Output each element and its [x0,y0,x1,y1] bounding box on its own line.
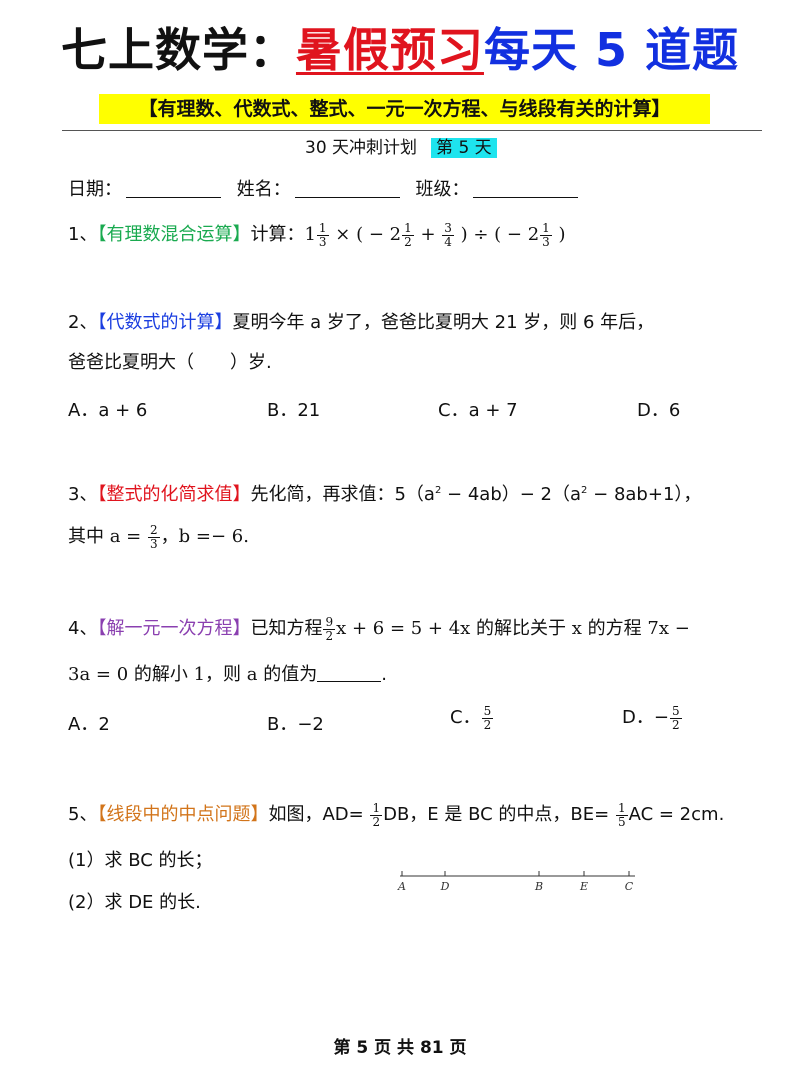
q3-exponent-2: 2 [581,485,588,496]
q2-option-d: D．6 [637,400,681,421]
class-label: 班级： [415,179,470,200]
q2-option-b: B．21 [267,400,321,421]
plan-label: 30 天冲刺计划 [305,138,418,158]
q4-option-a: A．2 [68,714,110,735]
q3-text-1: 先化简，再求值：5（a [250,484,435,505]
q5-text-3: AC = 2cm. [628,804,725,825]
q1-expr-1: 1 [304,224,316,245]
q4-line-2-text: 3a = 0 的解小 1，则 a 的值为 [68,664,318,685]
date-blank[interactable] [126,179,221,198]
question-number: 1、 [68,224,98,245]
title-part-1: 七上数学： [60,23,296,77]
point-label-e: E [579,880,588,893]
question-number: 2、 [68,312,98,333]
q3-condition-a: 其中 a = [68,526,147,547]
page-footer: 第 5 页 共 81 页 [333,1038,467,1058]
q4-text-2: x + 6 = 5 + 4x 的解比关于 x 的方程 7x − [336,618,690,639]
q5-sub-2: (2）求 DE 的长. [68,892,201,913]
q4-answer-blank[interactable] [317,665,382,682]
question-number: 3、 [68,484,98,505]
q3-exponent-1: 2 [434,485,442,496]
q2-option-a: A．a + 6 [68,400,148,421]
q4-text-1: 已知方程 [250,618,323,639]
title-part-2: 暑假预习 [295,23,484,77]
question-3: 3、【整式的化简求值】先化简，再求值：5（a2 − 4ab）− 2（a2 − 8… [68,474,701,512]
info-row: 日期： 姓名： 班级： [68,175,588,201]
class-blank[interactable] [473,179,579,198]
q5-text-1: 如图，AD= [268,804,370,825]
question-1-lead: 计算： [250,224,305,245]
divider [62,130,762,131]
q1-expr-4: ) ÷ ( − 2 [454,224,540,245]
question-2-line-2: 爸爸比夏明大（ ）岁. [68,352,272,373]
q5-sub-1: (1）求 BC 的长； [68,850,213,871]
point-label-d: D [440,880,450,893]
question-number: 4、 [68,618,98,639]
question-5-tag: 【线段中的中点问题】 [97,804,269,825]
plan-line: 30 天冲刺计划第 5 天 [305,137,497,159]
question-4-tag: 【解一元一次方程】 [97,618,251,639]
q3-text-2: − 4ab）− 2（a [441,484,582,505]
day-badge: 第 5 天 [431,138,497,158]
question-number: 5、 [68,804,98,825]
name-blank[interactable] [294,179,400,198]
topic-banner: 【有理数、代数式、整式、一元一次方程、与线段有关的计算】 [99,94,710,124]
name-label: 姓名： [236,179,291,200]
q2-option-c: C．a + 7 [438,400,518,421]
q3-text-3: − 8ab+1）， [587,484,702,505]
point-label-c: C [625,880,634,893]
question-2-text: 夏明今年 a 岁了，爸爸比夏明大 21 岁，则 6 年后， [232,312,655,333]
q1-expr-2: × ( − 2 [329,224,402,245]
q5-text-2: DB，E 是 BC 的中点，BE= [383,804,615,825]
question-2-tag: 【代数式的计算】 [97,312,233,333]
q4-line-2-end: . [381,664,387,685]
page-title: 七上数学：暑假预习每天 5 道题 [0,14,800,80]
question-4-line-2: 3a = 0 的解小 1，则 a 的值为. [68,658,387,692]
q3-condition-b: ，b =− 6. [160,526,249,547]
question-2: 2、【代数式的计算】夏明今年 a 岁了，爸爸比夏明大 21 岁，则 6 年后， [68,306,654,340]
q1-expr-5: ) [552,224,566,245]
point-label-b: B [534,880,543,893]
question-1-tag: 【有理数混合运算】 [97,224,251,245]
date-label: 日期： [68,179,122,200]
question-3-tag: 【整式的化简求值】 [97,484,251,505]
q1-expr-3: + [414,224,442,245]
title-part-3: 每天 5 道题 [483,23,740,77]
q4-option-b: B．−2 [267,714,324,735]
point-label-a: A [397,880,406,893]
